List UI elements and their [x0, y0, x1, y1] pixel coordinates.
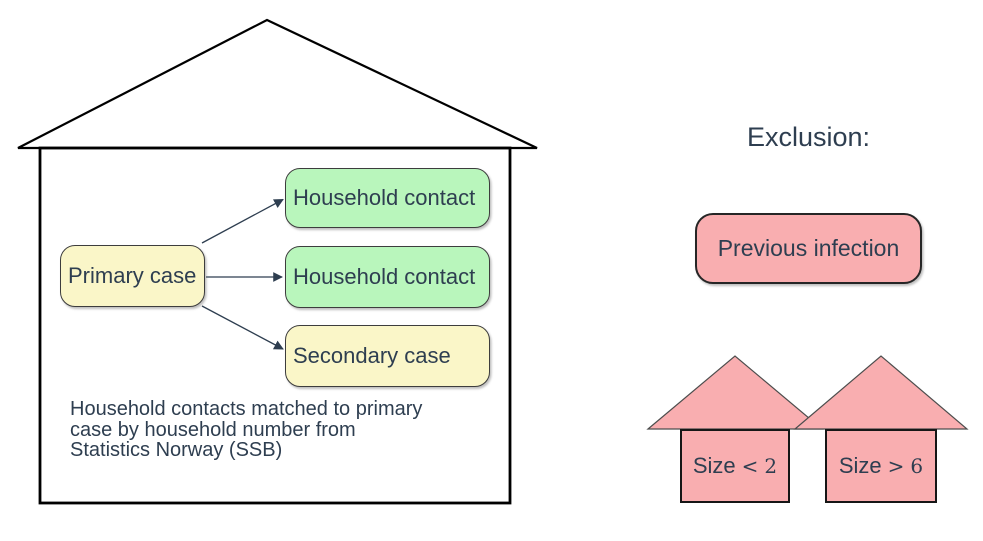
small-house-roof-2 [793, 355, 969, 430]
size-house-1-prefix: Size [692, 453, 736, 478]
primary-case-box: Primary case [60, 245, 205, 307]
house-roof-outline [17, 18, 538, 150]
greater-than-operator: > [887, 454, 905, 478]
household-contact-box-2: Household contact [285, 246, 490, 308]
house-body-outline [38, 146, 512, 505]
household-contact-box-1: Household contact [285, 168, 490, 228]
previous-infection-box: Previous infection [695, 213, 922, 284]
exclusion-title: Exclusion: [746, 122, 871, 152]
exclusion-house-size-gt-6: Size > 6 [825, 429, 937, 503]
primary-case-label: Primary case [68, 263, 197, 288]
size-house-1-value: 2 [764, 454, 778, 478]
arrow-to-contact-1 [201, 198, 284, 244]
size-house-2-value: 6 [910, 454, 924, 478]
matching-caption: Household contacts matched to primary ca… [70, 398, 423, 461]
secondary-case-label: Secondary case [293, 343, 451, 368]
less-than-operator: < [741, 454, 759, 478]
previous-infection-label: Previous infection [717, 235, 900, 261]
secondary-case-box: Secondary case [285, 325, 490, 387]
arrow-to-secondary-case [201, 305, 284, 350]
household-contact-label-1: Household contact [293, 185, 476, 210]
size-house-2-prefix: Size [838, 453, 882, 478]
exclusion-house-size-lt-2: Size < 2 [680, 429, 790, 503]
small-house-roof-1 [646, 355, 824, 430]
household-contact-label-2: Household contact [293, 264, 476, 289]
